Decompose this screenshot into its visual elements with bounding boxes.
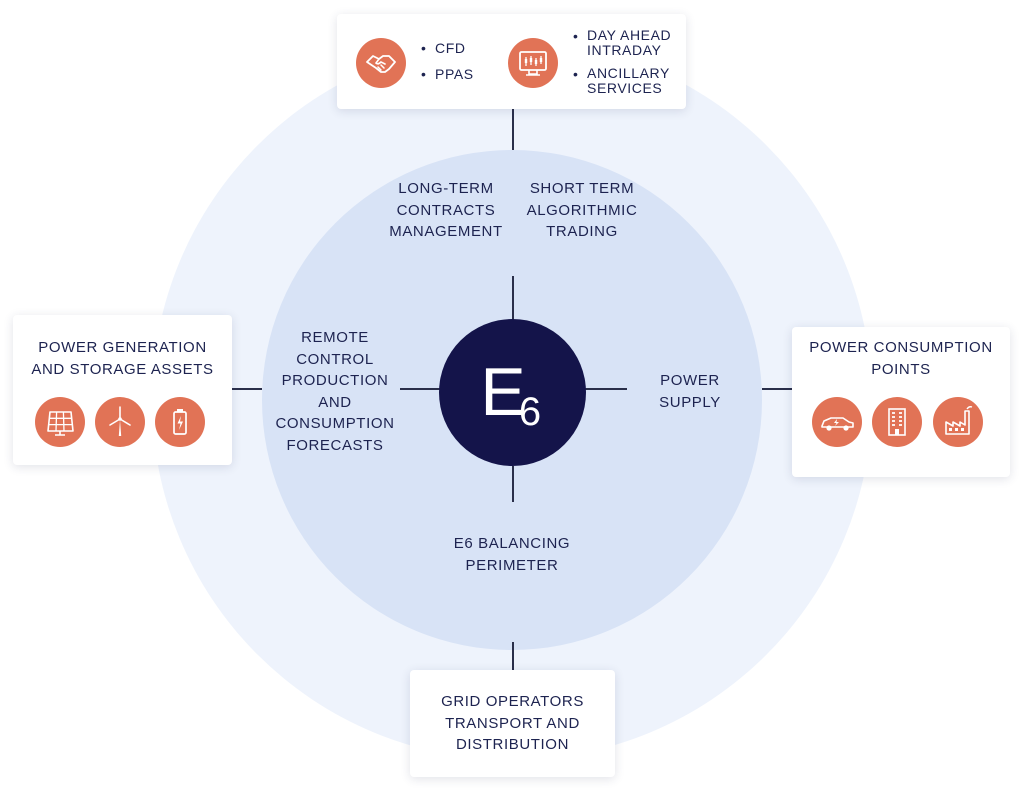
logo-subscript: 6 <box>519 390 541 434</box>
bullet-item: •ANCILLARY SERVICES <box>573 65 670 96</box>
trading-screen-icon-circle <box>508 38 558 88</box>
contracts-bullet-list: •CFD •PPAS <box>421 40 521 90</box>
connector-core-right <box>585 388 627 390</box>
e6-logo: E 6 <box>480 354 541 434</box>
connector-bottom-card <box>512 642 514 670</box>
card-power-generation: POWER GENERATION AND STORAGE ASSETS <box>13 315 232 465</box>
connector-right-card <box>762 388 792 390</box>
solar-panel-icon <box>47 411 74 436</box>
card-title: POWER CONSUMPTION POINTS <box>809 339 993 378</box>
handshake-icon-circle <box>356 38 406 88</box>
building-icon-circle <box>872 397 922 447</box>
markets-bullet-list: •DAY AHEAD INTRADAY •ANCILLARY SERVICES <box>573 28 683 98</box>
battery-icon-circle <box>155 397 205 447</box>
bullet-item: •DAY AHEAD INTRADAY <box>573 27 672 58</box>
battery-icon <box>173 409 187 435</box>
card-title: GRID OPERATORS TRANSPORT AND DISTRIBUTIO… <box>441 693 584 753</box>
card-title: POWER GENERATION AND STORAGE ASSETS <box>31 339 214 378</box>
connector-core-top <box>512 276 514 320</box>
electric-car-icon-circle <box>812 397 862 447</box>
label-short-term-trading: SHORT TERM ALGORITHMIC TRADING <box>526 180 638 240</box>
building-icon <box>888 408 906 436</box>
card-grid-operators: GRID OPERATORS TRANSPORT AND DISTRIBUTIO… <box>410 670 615 777</box>
label-remote-control: REMOTE CONTROL PRODUCTION AND CONSUMPTIO… <box>275 329 395 454</box>
logo-letter: E <box>480 354 525 430</box>
factory-icon <box>945 406 973 435</box>
bullet-text: CFD <box>435 40 466 56</box>
trading-screen-icon <box>519 51 547 76</box>
solar-panel-icon-circle <box>35 397 85 447</box>
label-power-supply: POWER SUPPLY <box>659 372 721 411</box>
bullet-text: PPAS <box>435 66 474 82</box>
e6-core: E 6 <box>439 319 586 466</box>
handshake-icon <box>366 55 396 73</box>
connector-core-bottom <box>512 466 514 502</box>
wind-turbine-icon-circle <box>95 397 145 447</box>
label-balancing-perimeter: E6 BALANCING PERIMETER <box>453 535 571 574</box>
connector-top-card <box>512 108 514 150</box>
bullet-item: •CFD <box>421 40 466 56</box>
bullet-item: •PPAS <box>421 66 474 82</box>
connector-left-card <box>232 388 262 390</box>
wind-turbine-icon <box>109 406 131 436</box>
bullet-text: ANCILLARY SERVICES <box>587 65 670 96</box>
factory-icon-circle <box>933 397 983 447</box>
bullet-text: DAY AHEAD INTRADAY <box>587 27 672 58</box>
label-long-term-contracts: LONG-TERM CONTRACTS MANAGEMENT <box>389 180 503 240</box>
connector-core-left <box>400 388 440 390</box>
card-market-products: •CFD •PPAS •DAY AHEAD INTRADAY •ANCIL <box>337 14 686 109</box>
electric-car-icon <box>821 417 854 431</box>
card-power-consumption: POWER CONSUMPTION POINTS <box>792 327 1010 477</box>
